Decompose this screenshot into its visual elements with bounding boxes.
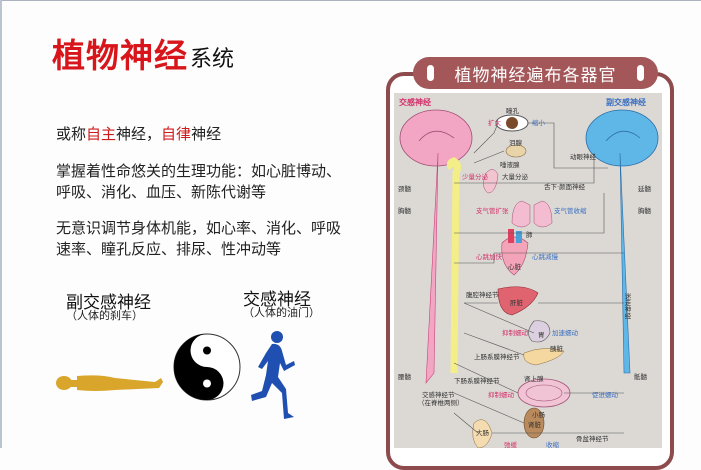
top-border bbox=[0, 0, 701, 1]
pupil-label: 瞳孔 bbox=[506, 107, 519, 115]
running-person-icon bbox=[251, 331, 295, 419]
alias-self-regulating: 自律 bbox=[161, 125, 192, 143]
alias-autonomic: 自主 bbox=[86, 125, 117, 143]
more-secretion-label: 大量分泌 bbox=[502, 173, 528, 181]
lacrimal-label: 泪腺 bbox=[509, 139, 522, 147]
salivary-label: 唾液腺 bbox=[500, 161, 520, 169]
constrict-label: 缩小 bbox=[532, 119, 545, 127]
stomach-label: 胃 bbox=[538, 331, 545, 339]
sympathetic-subtitle: （人体的油门） bbox=[243, 306, 320, 319]
parasympathetic-title: 副交感神经 bbox=[66, 293, 151, 313]
regulation-paragraph: 无意识调节身体机能，如心率、消化、呼吸速率、瞳孔反应、排尿、性冲动等 bbox=[56, 219, 342, 258]
diagram-title-banner: 植物神经遍布各器官 bbox=[413, 57, 658, 89]
vagus-label: 迷走神经 bbox=[623, 293, 631, 319]
medulla-label: 延髓 bbox=[638, 185, 651, 193]
celiac-label: 腹腔神经节 bbox=[466, 291, 499, 299]
sympathetic-title: 交感神经 bbox=[243, 290, 311, 310]
sympathetic-chain-label: 交感神经节 bbox=[422, 391, 455, 399]
promote-peristalsis-label: 促进蠕动 bbox=[592, 391, 618, 399]
less-secretion-label: 少量分泌 bbox=[462, 173, 488, 181]
heart-slow-label: 心跳减慢 bbox=[532, 253, 558, 261]
title-rest: 系统 bbox=[190, 47, 235, 72]
thoracic-label: 胸髓 bbox=[398, 207, 411, 215]
title-emphasis: 植物神经 bbox=[52, 36, 188, 75]
diagram-title: 植物神经遍布各器官 bbox=[454, 65, 617, 86]
facial-nerve-label: 舌下·颜面神经 bbox=[544, 183, 586, 191]
adrenal-label: 肾上腺 bbox=[524, 375, 544, 383]
function-paragraph: 掌握着性命悠关的生理功能：如心脏博动、呼吸、消化、血压、新陈代谢等 bbox=[56, 162, 342, 201]
left-border bbox=[0, 0, 2, 448]
superior-mesenteric-label: 上肠系膜神经节 bbox=[474, 353, 520, 361]
heart-fast-label: 心跳加快 bbox=[476, 253, 502, 261]
chain-note-label: （在脊椎两侧） bbox=[418, 399, 464, 407]
alias-suffix: 神经 bbox=[191, 125, 222, 143]
banner-right-ornament bbox=[637, 65, 644, 81]
relax-label: 弛缓 bbox=[504, 441, 517, 448]
alias-mid: 神经， bbox=[116, 125, 162, 143]
bronchi-dilate-label: 支气管扩张 bbox=[476, 207, 509, 215]
sympathetic-header: 交感神经 bbox=[399, 98, 431, 107]
liver-label: 肝脏 bbox=[510, 299, 523, 307]
large-intestine-label: 大肠 bbox=[476, 429, 489, 437]
cervical-label: 颈髓 bbox=[398, 185, 411, 193]
contract-label: 收缩 bbox=[546, 441, 559, 448]
pelvic-ganglion-label: 骨盆神经节 bbox=[576, 435, 609, 443]
oculomotor-label: 动眼神经 bbox=[570, 153, 596, 161]
inhibit-peristalsis-label: 抑制蠕动 bbox=[488, 391, 514, 399]
parasympathetic-header: 副交感神经 bbox=[606, 98, 646, 107]
bronchi-constrict-label: 支气管收缩 bbox=[554, 207, 587, 215]
inhibit-motility-label: 抑制蠕动 bbox=[502, 329, 528, 337]
promote-motility-label: 加速蠕动 bbox=[552, 329, 578, 337]
spinal-label: 胸髓 bbox=[638, 207, 651, 215]
autonomic-nervous-system-diagram: 交感神经 副交感神经 瞳孔 扩大 缩小 泪腺 唾液腺 少量分泌 大量分泌 动眼神… bbox=[394, 93, 662, 448]
lung-label: 肺 bbox=[526, 231, 533, 239]
lying-person-icon bbox=[56, 375, 163, 391]
anatomy-illustration bbox=[399, 109, 659, 448]
sacral-label: 骶髓 bbox=[634, 373, 647, 381]
inferior-mesenteric-label: 下肠系膜神经节 bbox=[454, 377, 500, 385]
dilate-label: 扩大 bbox=[488, 119, 501, 127]
lumbar-label: 腰髓 bbox=[398, 373, 411, 381]
small-intestine-label: 小肠 bbox=[532, 411, 545, 419]
alias-prefix: 或称 bbox=[56, 125, 87, 143]
banner-left-ornament bbox=[427, 65, 434, 81]
parasympathetic-subtitle: （人体的刹车） bbox=[66, 309, 143, 322]
kidney-label: 肾脏 bbox=[528, 421, 541, 429]
heart-label: 心脏 bbox=[508, 263, 521, 271]
slide-title: 植物神经 系统 bbox=[52, 34, 234, 76]
alias-paragraph: 或称自主神经，自律神经 bbox=[56, 124, 221, 145]
yin-yang-icon bbox=[173, 333, 241, 401]
pancreas-label: 胰脏 bbox=[550, 345, 563, 353]
